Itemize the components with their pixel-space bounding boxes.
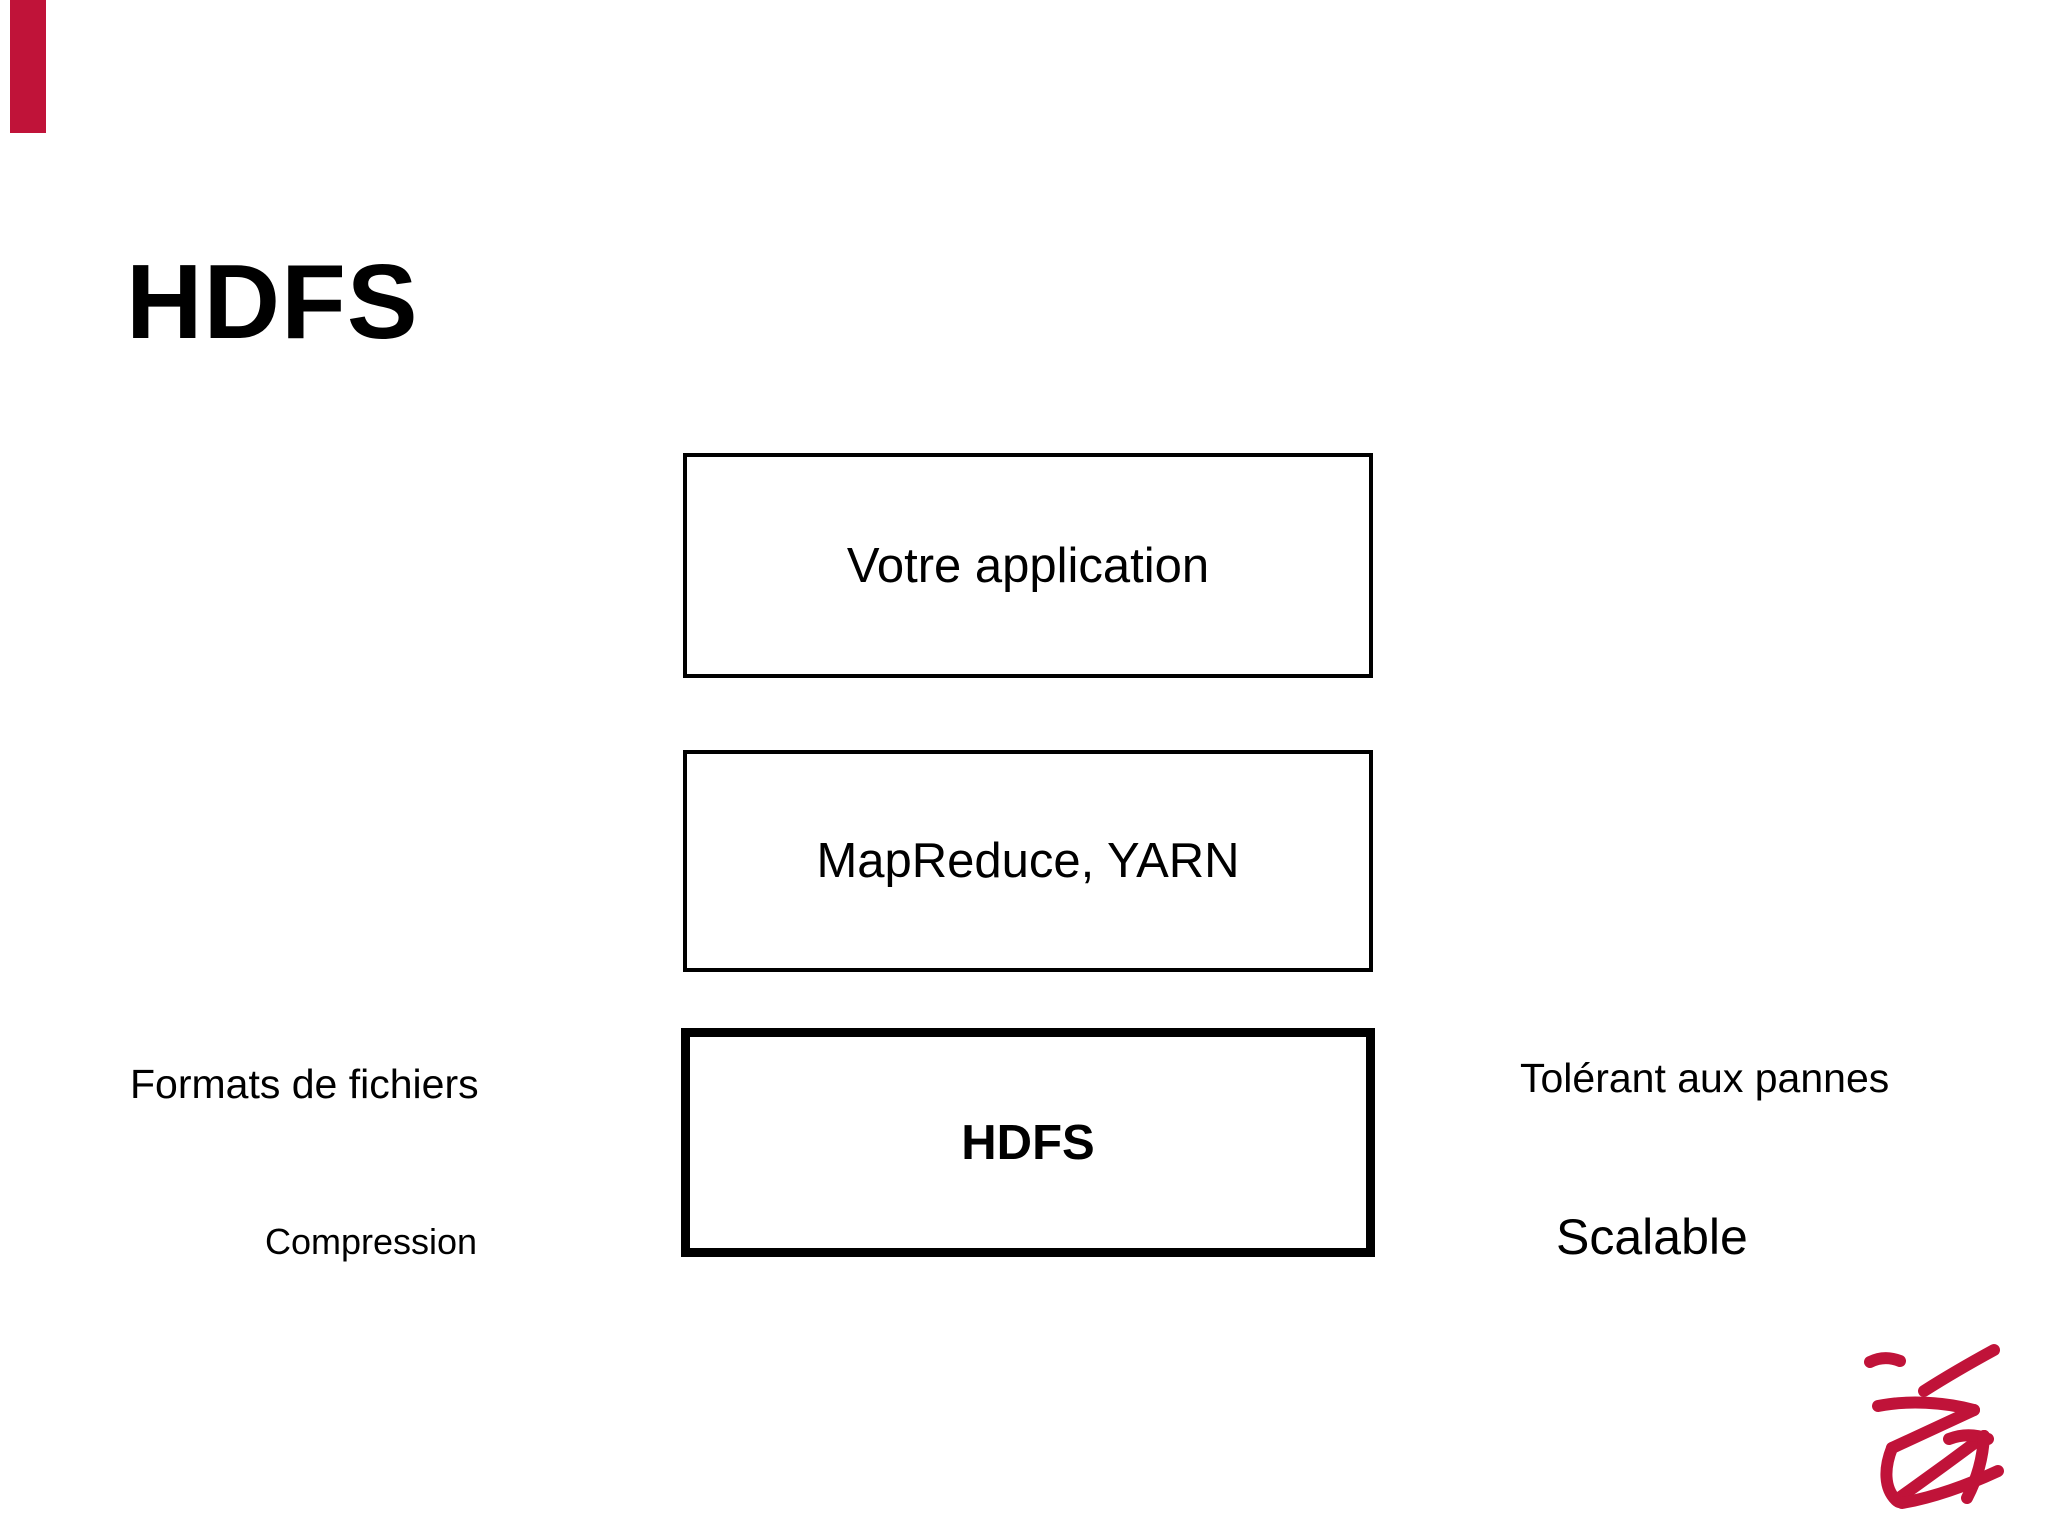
zenika-signature-icon [1864, 1344, 2004, 1509]
side-label-scalable: Scalable [1556, 1209, 1748, 1265]
red-accent-bar [10, 0, 46, 133]
stack-box-application-label: Votre application [846, 538, 1210, 593]
side-label-compression: Compression [265, 1221, 478, 1262]
stack-box-application: Votre application [683, 453, 1373, 678]
stack-box-hdfs: HDFS [681, 1028, 1375, 1257]
stack-box-mapreduce-yarn-label: MapReduce, YARN [816, 834, 1240, 888]
stack-box-hdfs-label: HDFS [961, 1115, 1095, 1170]
page-title: HDFS [126, 243, 419, 362]
side-label-formats-de-fichiers: Formats de fichiers [130, 1061, 479, 1107]
side-label-tolerant-aux-pannes: Tolérant aux pannes [1520, 1055, 1890, 1101]
stack-box-mapreduce-yarn: MapReduce, YARN [683, 750, 1373, 972]
